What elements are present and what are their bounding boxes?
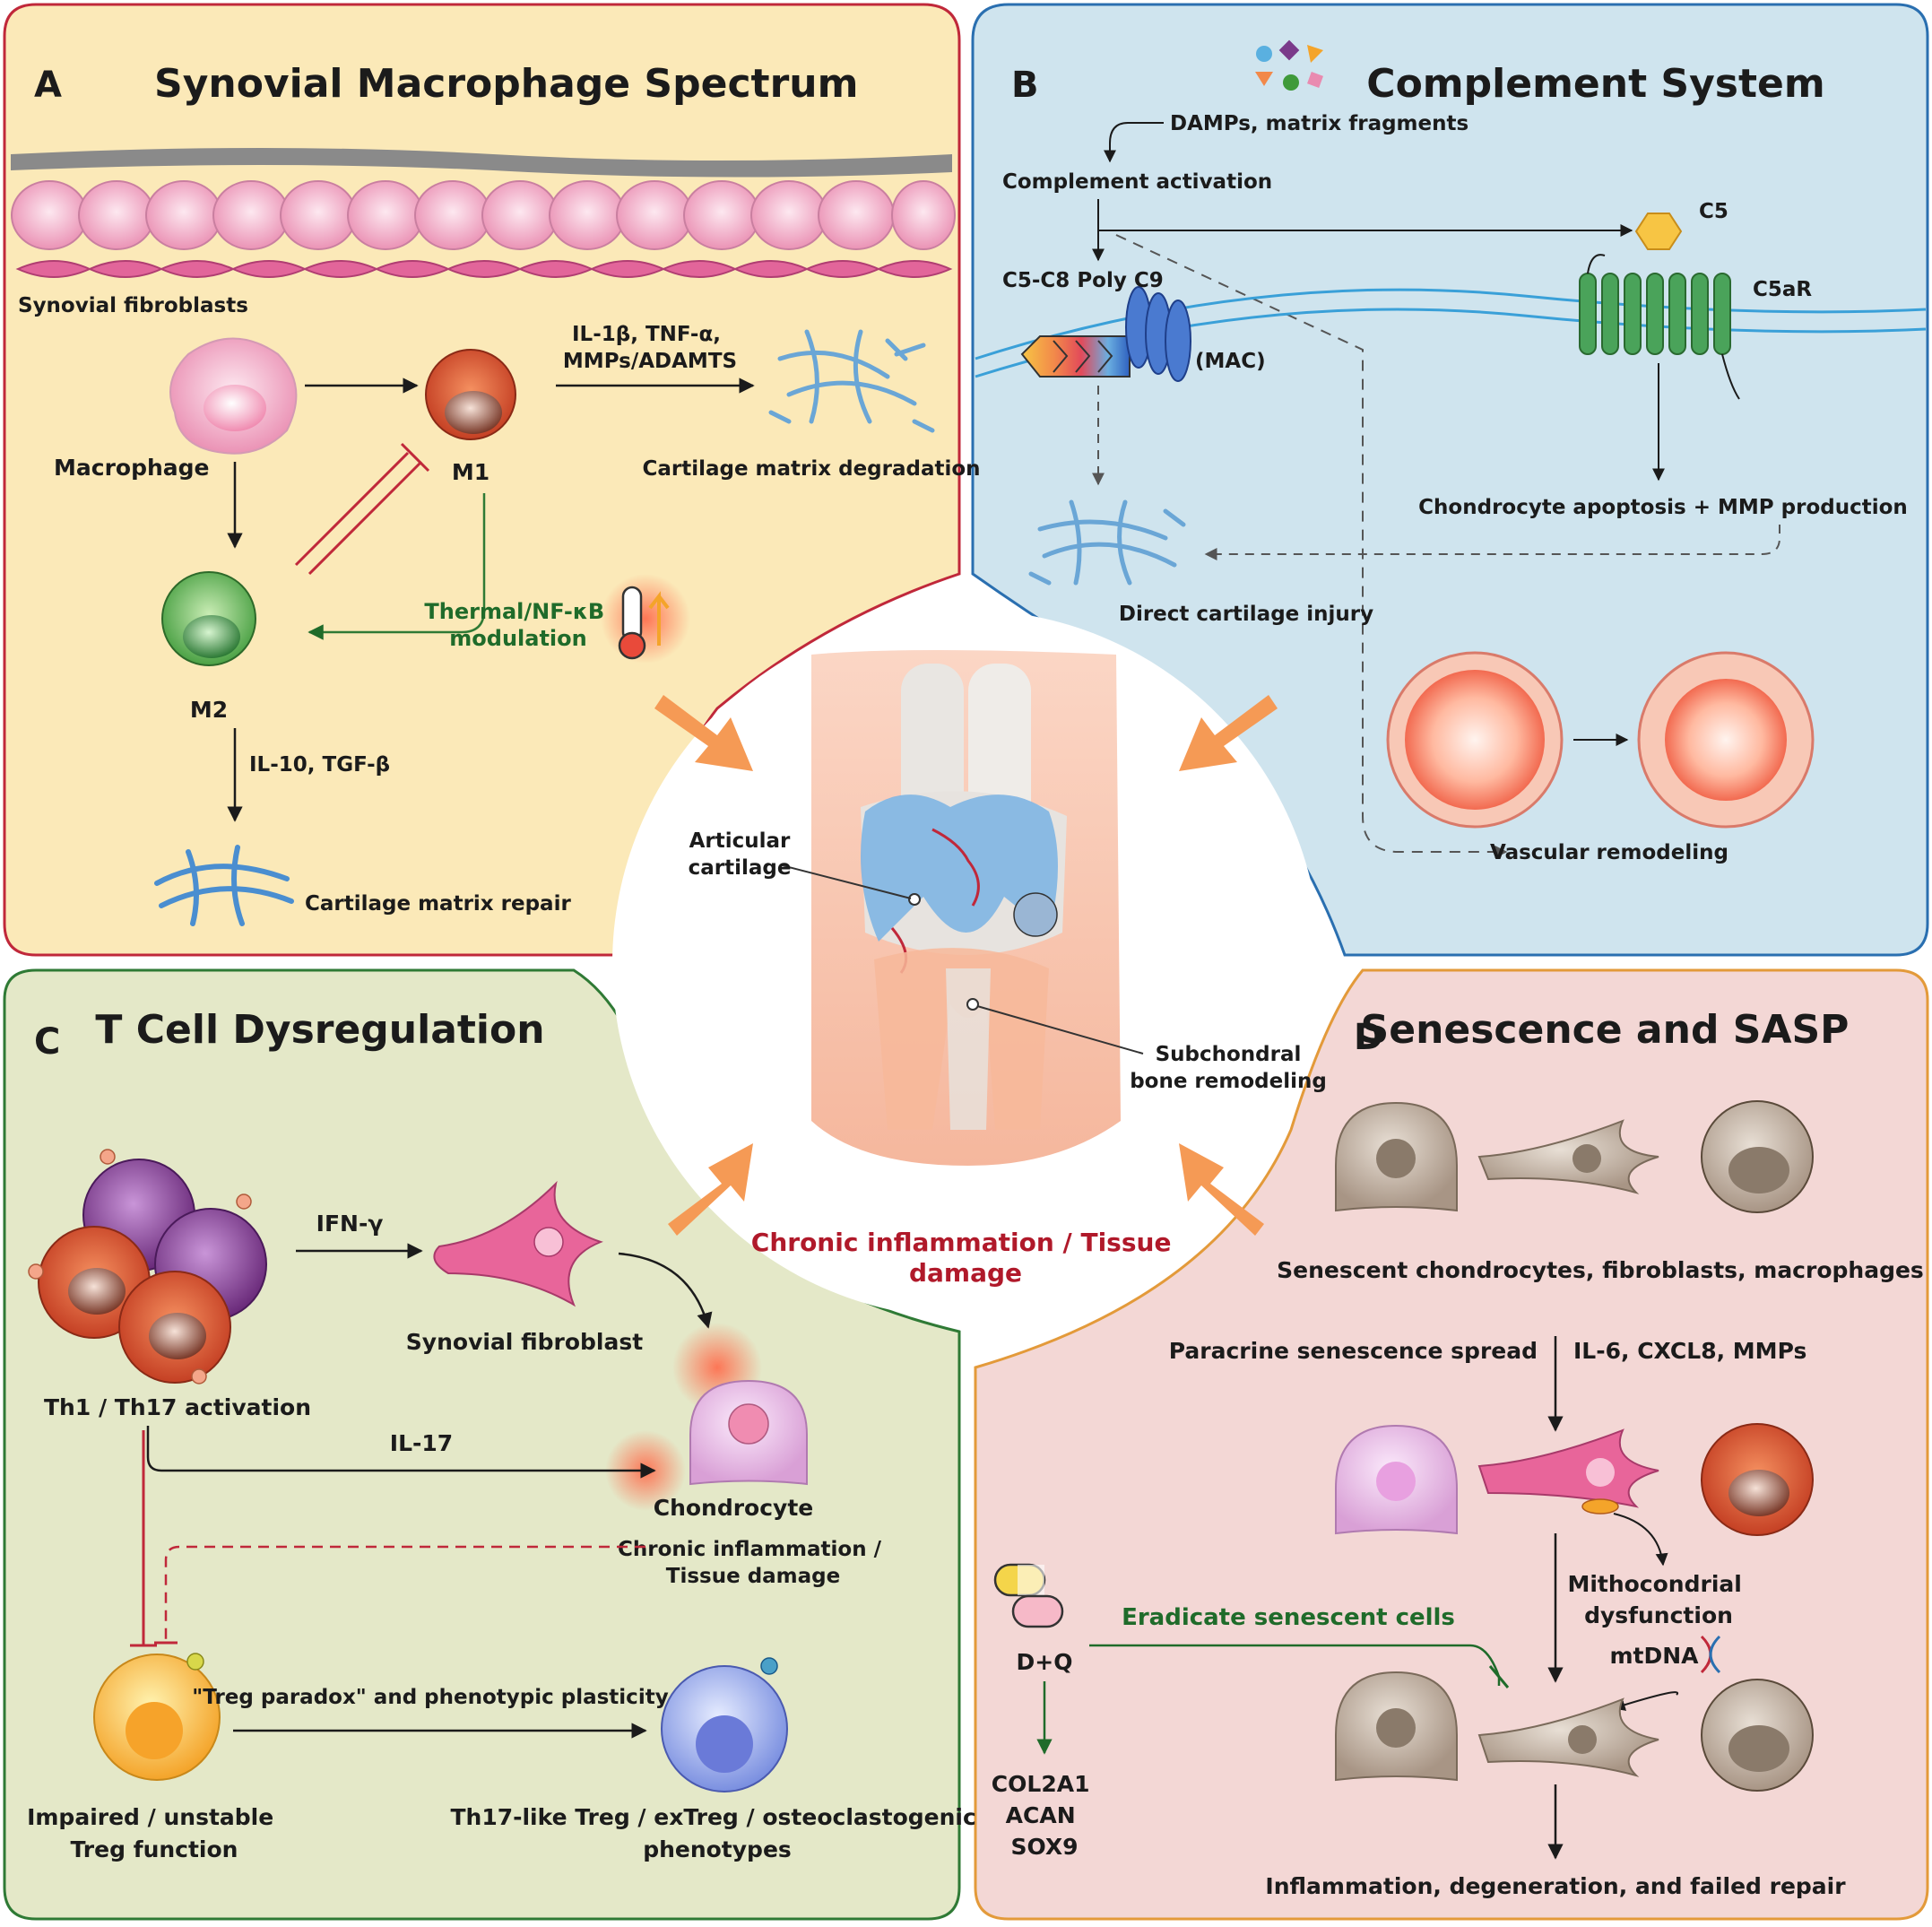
- impaired-treg-label: Impaired / unstable Treg function: [27, 1804, 282, 1862]
- knee-illustration: [781, 650, 1144, 1166]
- c5-label: C5: [1699, 200, 1728, 223]
- arrow-from-b: [1179, 695, 1278, 771]
- senescent-cells-label: Senescent chondrocytes, fibroblasts, mac…: [1277, 1257, 1924, 1283]
- m1-label: M1: [452, 459, 489, 485]
- outcome-label: Inflammation, degeneration, and failed r…: [1265, 1873, 1846, 1899]
- dashed-apoptosis-to-injury: [1204, 525, 1780, 560]
- m2-cell: [161, 571, 256, 666]
- injured-cartilage-fibers: [1028, 499, 1186, 586]
- cartilage-repair-fibers: [154, 845, 294, 926]
- pill-icon: [993, 1563, 1064, 1628]
- m1-cell: [425, 349, 516, 440]
- vessel-before: [1386, 651, 1564, 829]
- chondrocyte-cell: [605, 1323, 808, 1511]
- vascular-remodeling-label: Vascular remodeling: [1490, 841, 1728, 864]
- c5ar-receptor: [1579, 254, 1740, 400]
- synovial-membrane: [11, 148, 956, 278]
- thermometer-icon: [601, 574, 690, 664]
- cartilage-degradation-label: Cartilage matrix degradation: [642, 457, 980, 481]
- synovial-fibroblasts-label: Synovial fibroblasts: [18, 294, 248, 317]
- arrow-mito: [1613, 1513, 1668, 1567]
- arrow-from-a: [654, 695, 753, 771]
- treg-paradox-label: "Treg paradox" and phenotypic plasticity: [192, 1686, 668, 1709]
- chondrocyte-label: Chondrocyte: [654, 1495, 814, 1521]
- sasp-label: IL-6, CXCL8, MMPs: [1573, 1338, 1806, 1364]
- panel-c-letter: C: [34, 1021, 60, 1063]
- m2-label: M2: [190, 697, 228, 723]
- arrow-m1-to-m2: [308, 493, 486, 640]
- mtdna-label: mtDNA: [1609, 1643, 1699, 1669]
- panel-a-title: Synovial Macrophage Spectrum: [154, 61, 858, 107]
- arrow-fibroblast-to-chondrocyte: [618, 1252, 713, 1329]
- macrophage-label: Macrophage: [54, 455, 210, 481]
- c5ar-label: C5aR: [1753, 278, 1812, 301]
- dashed-activation-to-vascular: [1115, 234, 1508, 858]
- th17-like-treg-cell: [661, 1657, 788, 1792]
- cartilage-degradation-fibers: [768, 329, 935, 433]
- apoptosis-label: Chondrocyte apoptosis + MMP production: [1418, 496, 1908, 519]
- treg-cell: [93, 1653, 221, 1781]
- ifn-label: IFN-γ: [316, 1211, 384, 1237]
- synovial-fibroblast-cell: [433, 1180, 603, 1307]
- c5-hexagon: [1634, 213, 1683, 250]
- inhibit-eradicate-bar: [1488, 1665, 1510, 1688]
- modulation-label: Thermal/NF-κB modulation: [424, 599, 611, 651]
- complement-activation-label: Complement activation: [1002, 170, 1272, 194]
- dashed-chronic-to-treg: [164, 1545, 645, 1641]
- synovial-fibroblast-label: Synovial fibroblast: [406, 1329, 643, 1355]
- th-cell-cluster: [28, 1149, 267, 1384]
- panel-a-letter: A: [34, 65, 62, 106]
- inhibition-m2-m1: [294, 442, 430, 576]
- panel-c-title: T Cell Dysregulation: [95, 1007, 544, 1053]
- macrophage-cell: [169, 337, 298, 455]
- il17-label: IL-17: [390, 1430, 453, 1456]
- dna-icon: [1700, 1635, 1721, 1674]
- mito-label: Mithocondrial dysfunction: [1567, 1571, 1749, 1628]
- damps-label: DAMPs, matrix fragments: [1170, 112, 1468, 135]
- arrow-mtdna: [1612, 1691, 1679, 1711]
- panel-d-title: Senescence and SASP: [1361, 1007, 1850, 1053]
- orange-arrows: [654, 695, 1278, 1236]
- mac-complex: [1020, 286, 1191, 382]
- mac-top-label: C5-C8 Poly C9: [1002, 269, 1164, 292]
- senescent-cells-row: [1335, 1100, 1814, 1213]
- mac-label: (MAC): [1195, 350, 1266, 373]
- th-activation-label: Th1 / Th17 activation: [44, 1394, 311, 1420]
- m2-cytokines-label: IL-10, TGF-β: [249, 753, 390, 777]
- genes-label: COL2A1 ACAN SOX9: [992, 1771, 1097, 1860]
- damps-icon: [1255, 39, 1323, 91]
- panel-b-title: Complement System: [1366, 61, 1824, 107]
- arrow-from-d: [1179, 1143, 1264, 1236]
- arrow-from-c: [668, 1143, 753, 1236]
- arrow-il17-to-chondrocyte: [146, 1426, 656, 1479]
- dq-label: D+Q: [1017, 1649, 1073, 1675]
- vessel-after: [1637, 651, 1815, 829]
- arrow-damps-to-activation: [1104, 122, 1164, 163]
- panel-d-letter: D: [1354, 1017, 1383, 1058]
- m1-cytokines-label: IL-1β, TNF-α, MMPs/ADAMTS: [563, 323, 737, 373]
- th17-treg-label: Th17-like Treg / exTreg / osteoclastogen…: [450, 1804, 983, 1862]
- paracrine-label: Paracrine senescence spread: [1169, 1338, 1538, 1364]
- spread-cells-row: [1335, 1423, 1814, 1536]
- senescent-cells-bottom-row: [1335, 1671, 1814, 1792]
- cartilage-injury-label: Direct cartilage injury: [1119, 603, 1373, 626]
- panel-b-letter: B: [1011, 65, 1039, 106]
- chronic-inflammation-label: Chronic inflammation / Tissue damage: [618, 1538, 888, 1588]
- center-caption: Chronic inflammation / Tissue damage: [751, 1228, 1180, 1288]
- eradicate-label: Eradicate senescent cells: [1122, 1604, 1455, 1631]
- cartilage-repair-label: Cartilage matrix repair: [305, 892, 571, 916]
- panel-d-background: [974, 968, 1929, 1921]
